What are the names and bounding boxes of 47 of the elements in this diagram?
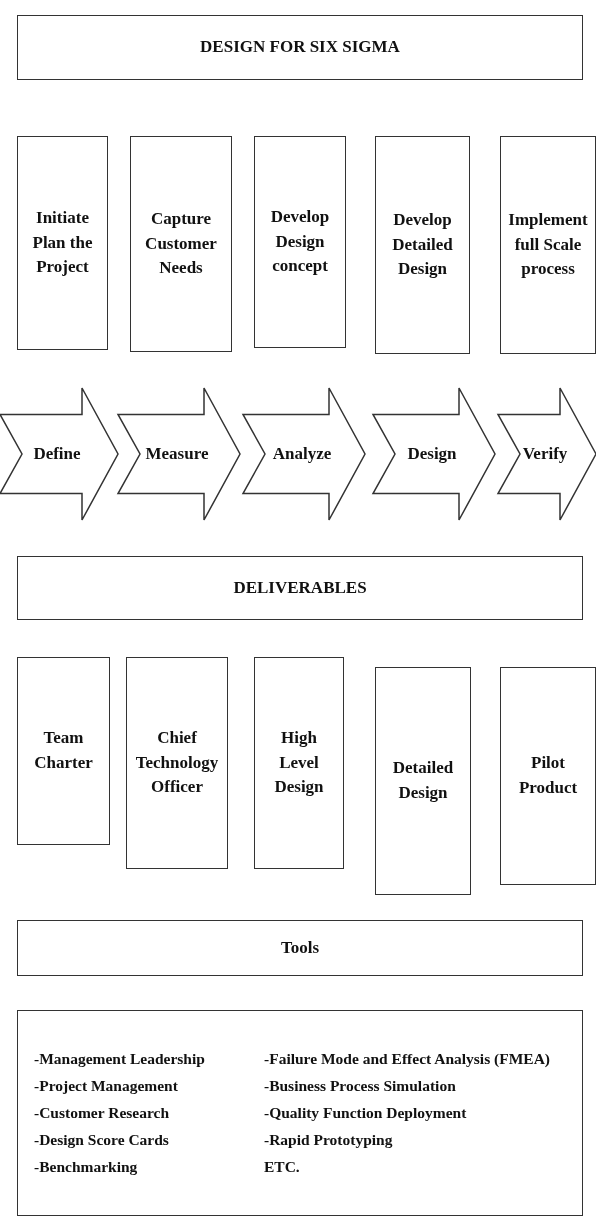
step-label: Measure [145,442,209,465]
heading-text: Tools [280,936,320,959]
chevron-step [118,388,240,520]
box-text: Capture Customer Needs [144,208,218,280]
box-text: Develop Design concept [269,206,331,278]
heading-box [17,15,583,80]
tool-item: -Customer Research [34,1102,171,1123]
process-box [500,667,596,885]
tool-item: -Design Score Cards [34,1130,170,1151]
process-box [254,657,344,869]
process-box [254,136,346,348]
process-box [500,136,596,354]
box-text: Implement full Scale process [508,209,588,281]
tools-list-box [17,1010,583,1216]
chevron-step [498,388,596,520]
tool-item: -Benchmarking [34,1157,139,1178]
box-text: Chief Technology Officer [135,727,219,799]
step-label: Define [33,442,81,465]
heading-text: DELIVERABLES [233,576,367,599]
step-label: Design [407,442,457,465]
process-box [130,136,232,352]
tool-item: ETC. [264,1157,301,1178]
process-box [375,667,471,895]
tool-item: -Project Management [34,1075,179,1096]
tool-item: -Failure Mode and Effect Analysis (FMEA) [264,1048,551,1069]
process-box [17,136,108,350]
box-text: Pilot Product [517,752,579,799]
process-box [375,136,470,354]
box-text: High Level Design [273,727,325,799]
tool-item: -Business Process Simulation [264,1075,457,1096]
box-text: Develop Detailed Design [391,209,454,281]
chevron-step [373,388,495,520]
step-label: Analyze [272,442,332,465]
box-text: Team Charter [33,727,94,774]
process-box [17,657,110,845]
process-box [126,657,228,869]
tool-item: -Rapid Prototyping [264,1130,394,1151]
heading-box [17,920,583,976]
heading-box [17,556,583,620]
box-text: Detailed Design [391,757,455,804]
heading-text: DESIGN FOR SIX SIGMA [200,36,400,59]
tool-item: -Quality Function Deployment [264,1102,468,1123]
tool-item: -Management Leadership [34,1048,206,1069]
step-label: Verify [522,442,568,465]
chevron-step [243,388,365,520]
chevron-step [0,388,118,520]
box-text: Initiate Plan the Project [31,207,94,279]
